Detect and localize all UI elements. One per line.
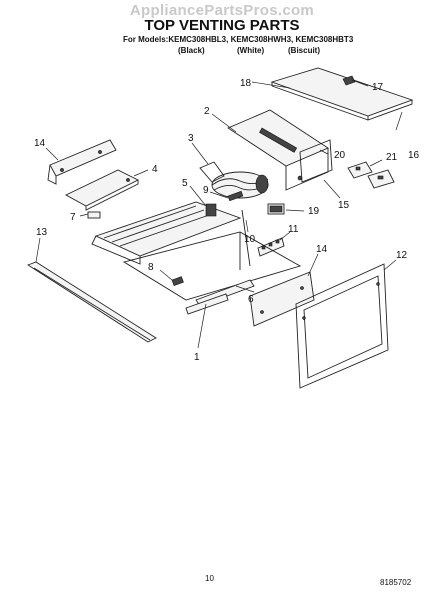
part-2-duct-bracket xyxy=(227,109,329,191)
callout-14-left: 14 xyxy=(34,138,46,149)
part-13-front-trim xyxy=(27,261,157,343)
callout-1: 1 xyxy=(194,352,200,363)
callout-4: 4 xyxy=(152,164,158,175)
callout-14-right: 14 xyxy=(316,244,328,255)
part-9-switch xyxy=(227,190,244,202)
part-4-vent-tray xyxy=(65,169,140,211)
part-12-rear-panel xyxy=(295,263,389,389)
watermark: AppliancePartsPros.com xyxy=(129,2,315,19)
callout-9: 9 xyxy=(203,185,209,196)
models-line: For Models:KEMC308HBL3, KEMC308HWH3, KEM… xyxy=(123,35,354,44)
callout-8: 8 xyxy=(148,262,154,273)
callout-numbers: 18 17 2 16 20 3 21 14 4 5 9 19 15 7 10 1… xyxy=(34,78,420,363)
part-17-clip xyxy=(342,75,356,86)
document-id: 8185702 xyxy=(380,578,412,587)
part-10-wire-harness xyxy=(241,209,251,267)
callout-20: 20 xyxy=(334,150,346,161)
callout-7: 7 xyxy=(70,212,76,223)
part-3-blower xyxy=(199,161,269,199)
callout-11: 11 xyxy=(288,224,299,235)
part-8-clip xyxy=(171,276,184,287)
callout-12: 12 xyxy=(396,250,408,261)
callout-21: 21 xyxy=(386,152,398,163)
variant-white: (White) xyxy=(237,46,265,55)
part-18-top-cover xyxy=(270,67,414,121)
part-20-plate xyxy=(299,139,333,183)
callout-2: 2 xyxy=(204,106,210,117)
leader-lines xyxy=(35,79,403,349)
variant-black: (Black) xyxy=(178,46,205,55)
part-5-baffle xyxy=(91,201,242,265)
variant-biscuit: (Biscuit) xyxy=(288,46,320,55)
part-1-rail xyxy=(185,293,229,315)
part-19-thermostat xyxy=(267,203,285,215)
callout-17: 17 xyxy=(372,82,384,93)
callout-10: 10 xyxy=(244,234,256,245)
page-title: TOP VENTING PARTS xyxy=(144,17,300,34)
callout-16: 16 xyxy=(408,150,420,161)
part-7-clip xyxy=(87,211,101,219)
page-number: 10 xyxy=(205,574,214,583)
callout-13: 13 xyxy=(36,227,48,238)
part-21-hinges xyxy=(347,161,395,189)
part-base-frame xyxy=(122,231,302,301)
callout-18: 18 xyxy=(240,78,252,89)
callout-19: 19 xyxy=(308,206,320,217)
part-11-terminal-block xyxy=(257,237,285,257)
callout-6: 6 xyxy=(248,294,254,305)
callout-5: 5 xyxy=(182,178,188,189)
callout-3: 3 xyxy=(188,133,194,144)
part-14-left-bracket xyxy=(47,139,117,185)
callout-15: 15 xyxy=(338,200,350,211)
part-14-right-bracket xyxy=(249,271,315,327)
